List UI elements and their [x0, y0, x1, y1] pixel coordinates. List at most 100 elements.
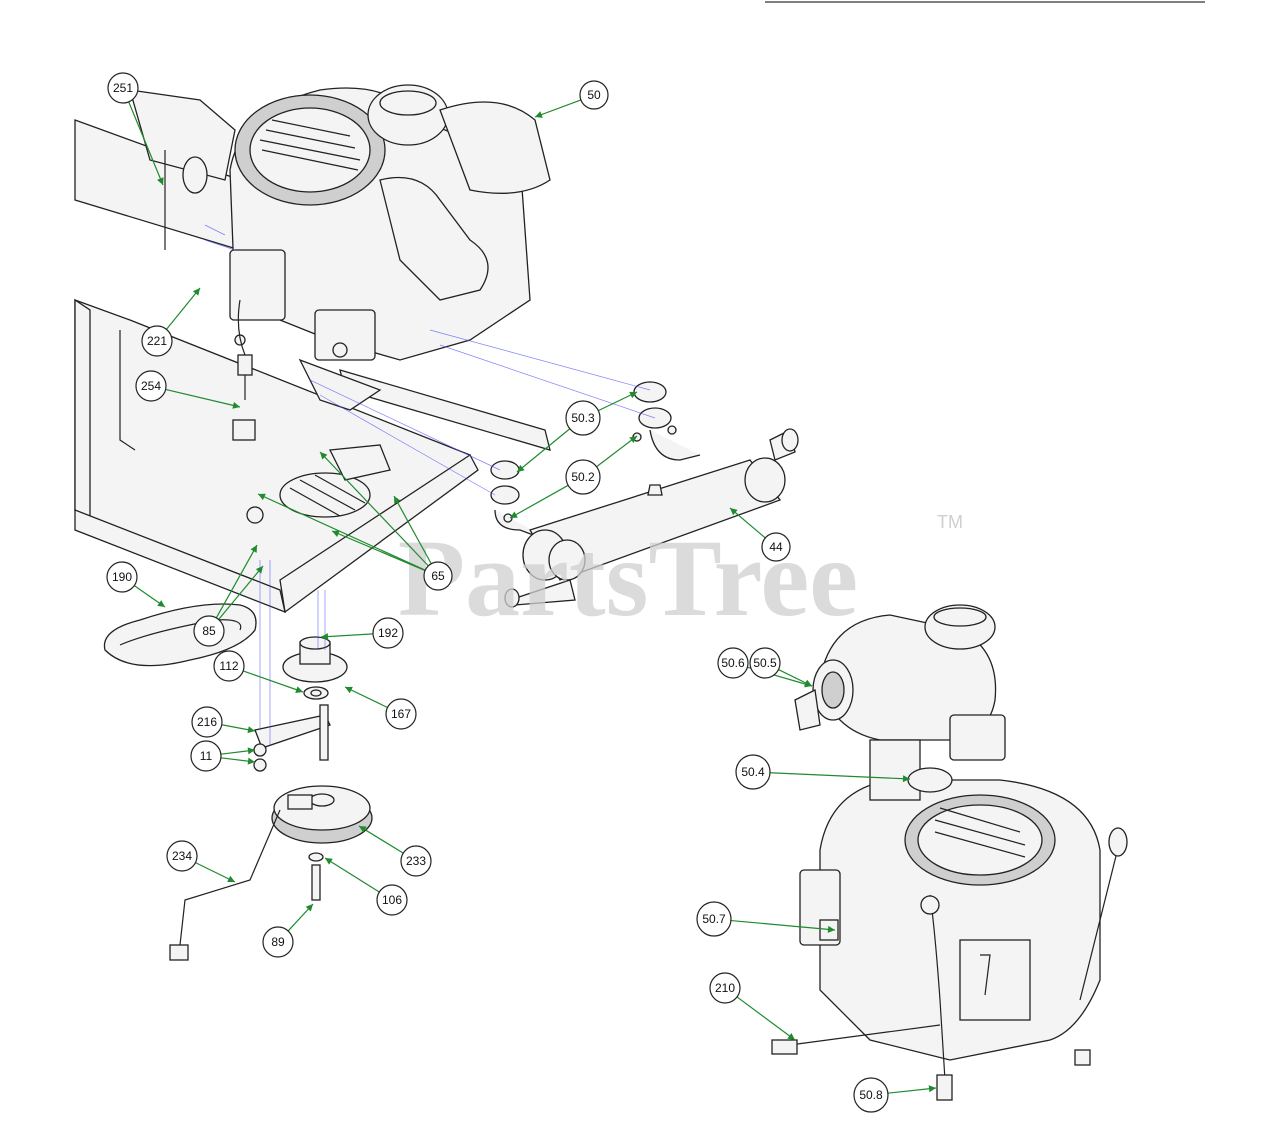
callout-circle[interactable] — [385, 698, 417, 730]
callout-circle[interactable] — [400, 845, 432, 877]
leader-line — [195, 862, 236, 883]
callout-50[interactable]: 50 — [534, 80, 609, 118]
callout-circle[interactable] — [565, 459, 601, 495]
callout-circle[interactable] — [141, 325, 173, 357]
callout-label: 50 — [587, 88, 601, 102]
leader-arrowhead — [827, 925, 835, 933]
leader-arrowhead — [359, 826, 367, 833]
callout-234[interactable]: 234 — [166, 840, 236, 883]
leader-line — [358, 825, 404, 854]
callout-65[interactable]: 65 — [257, 451, 453, 591]
callout-216[interactable]: 216 — [191, 706, 256, 738]
callout-circle[interactable] — [106, 561, 138, 593]
callout-50-2[interactable]: 50.2 — [509, 435, 638, 519]
callout-190[interactable]: 190 — [106, 561, 166, 608]
leader-line — [165, 388, 241, 408]
leader-line — [730, 919, 836, 931]
leader-line — [218, 565, 264, 620]
leader-arrowhead — [227, 875, 235, 883]
callout-circle[interactable] — [579, 80, 609, 110]
callout-label: 50.3 — [571, 411, 595, 425]
callout-221[interactable]: 221 — [141, 287, 201, 357]
callout-circle[interactable] — [213, 650, 245, 682]
callout-circle[interactable] — [135, 370, 167, 402]
leader-line — [128, 101, 164, 186]
callout-50-3[interactable]: 50.3 — [516, 391, 638, 473]
callout-circle[interactable] — [717, 647, 749, 679]
leader-line — [215, 544, 258, 619]
callout-label: 11 — [200, 749, 213, 763]
callout-label: 50.4 — [741, 765, 765, 779]
callout-circle[interactable] — [565, 400, 601, 436]
callout-50-5[interactable]: 50.5 — [749, 647, 813, 687]
callout-circle[interactable] — [191, 706, 223, 738]
callout-circle[interactable] — [735, 754, 771, 790]
leader-arrowhead — [804, 679, 812, 687]
frame — [74, 89, 551, 614]
callout-circle[interactable] — [193, 615, 225, 647]
leader-line — [393, 495, 432, 565]
leader-arrowhead — [345, 686, 353, 694]
callout-44[interactable]: 44 — [729, 507, 791, 562]
leader-line — [887, 1087, 937, 1094]
callout-label: 190 — [112, 570, 132, 584]
leader-arrowhead — [787, 1033, 795, 1040]
engine-detail-view — [771, 604, 1128, 1101]
callout-167[interactable]: 167 — [344, 686, 417, 730]
callout-label: 167 — [391, 707, 411, 721]
callout-label: 65 — [431, 569, 445, 583]
callout-label: 233 — [406, 854, 426, 868]
leader-arrowhead — [928, 1085, 936, 1093]
callout-circle[interactable] — [376, 884, 408, 916]
callout-233[interactable]: 233 — [358, 825, 432, 877]
leader-line — [509, 484, 569, 519]
leader-arrowhead — [510, 511, 518, 518]
watermark-text: PartsTree — [398, 517, 858, 639]
callout-circle[interactable] — [749, 647, 781, 679]
callout-circle[interactable] — [761, 532, 791, 562]
callout-251[interactable]: 251 — [107, 72, 164, 186]
callout-circle[interactable] — [709, 972, 741, 1004]
watermark-trademark: TM — [937, 512, 963, 532]
leader-arrowhead — [332, 530, 340, 537]
callout-89[interactable]: 89 — [262, 903, 314, 958]
leader-arrowhead — [321, 633, 329, 641]
callout-210[interactable]: 210 — [709, 972, 796, 1041]
callout-85[interactable]: 85 — [193, 544, 264, 647]
callout-label: 50.7 — [702, 912, 726, 926]
engine — [164, 84, 551, 361]
leader-arrowhead — [535, 111, 543, 118]
callout-50-8[interactable]: 50.8 — [853, 1077, 937, 1113]
callout-circle[interactable] — [166, 840, 198, 872]
leader-arrowhead — [305, 904, 313, 912]
leader-arrowhead — [157, 177, 164, 185]
leader-line — [242, 670, 304, 693]
leader-line — [516, 428, 571, 473]
callout-11[interactable]: 11 — [190, 740, 256, 772]
callout-circle[interactable] — [696, 901, 732, 937]
leader-arrowhead — [730, 508, 738, 516]
callout-192[interactable]: 192 — [320, 617, 404, 649]
callout-254[interactable]: 254 — [135, 370, 241, 409]
leader-line — [598, 391, 638, 412]
callout-label: 89 — [271, 935, 285, 949]
callout-50-7[interactable]: 50.7 — [696, 901, 836, 937]
callout-label: 210 — [715, 981, 735, 995]
clutch-stack — [103, 603, 373, 961]
leader-arrowhead — [629, 436, 637, 444]
callout-circle[interactable] — [190, 740, 222, 772]
callout-circle[interactable] — [853, 1077, 889, 1113]
callout-label: 251 — [113, 81, 133, 95]
callout-circle[interactable] — [107, 72, 139, 104]
leader-arrowhead — [247, 726, 255, 734]
leader-line — [324, 857, 380, 893]
callout-112[interactable]: 112 — [213, 650, 304, 693]
callout-circle[interactable] — [423, 561, 453, 591]
callout-50-4[interactable]: 50.4 — [735, 754, 911, 790]
leader-line — [319, 451, 429, 567]
callout-circle[interactable] — [372, 617, 404, 649]
muffler-assembly — [490, 381, 799, 608]
callout-106[interactable]: 106 — [324, 857, 408, 916]
callout-circle[interactable] — [262, 926, 294, 958]
